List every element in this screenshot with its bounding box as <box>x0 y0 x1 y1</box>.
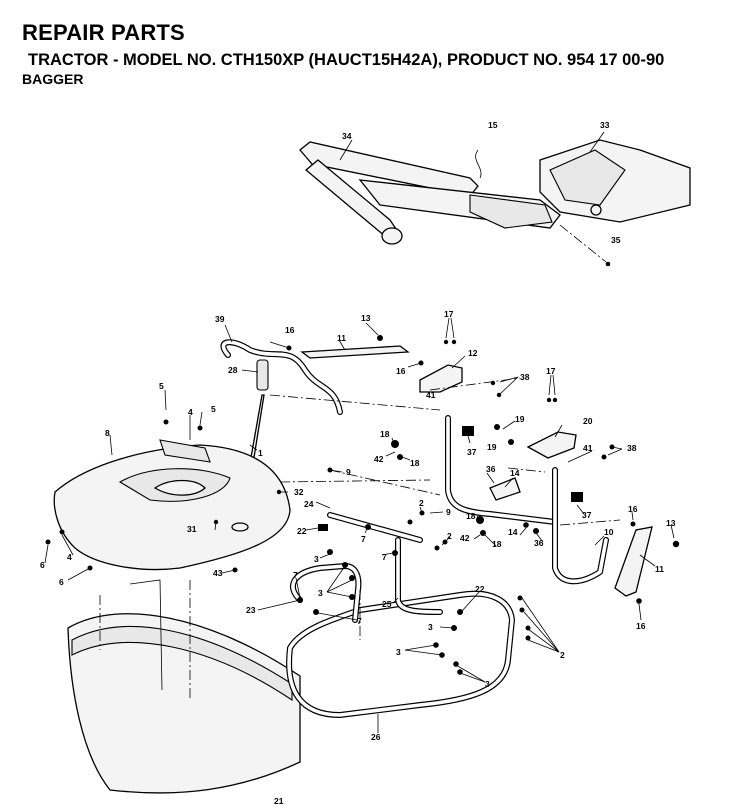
callout-31: 31 <box>187 524 197 534</box>
callout-10: 10 <box>604 527 614 537</box>
callout-41: 41 <box>426 390 436 400</box>
callout-20: 20 <box>583 416 593 426</box>
section-title: BAGGER <box>22 71 84 87</box>
callouts: 34 15 33 35 39 16 11 13 17 12 16 28 38 1… <box>40 120 676 804</box>
callout-33: 33 <box>600 120 610 130</box>
page-subtitle: TRACTOR - MODEL NO. CTH150XP (HAUCT15H42… <box>28 51 665 69</box>
callout-19: 19 <box>487 442 497 452</box>
callout-3: 3 <box>428 622 433 632</box>
callout-39: 39 <box>215 314 225 324</box>
callout-11: 11 <box>337 333 346 343</box>
callout-2: 2 <box>447 531 452 541</box>
callout-26: 26 <box>371 732 381 742</box>
callout-17: 17 <box>546 366 556 376</box>
callout-13: 13 <box>361 313 371 323</box>
callout-16: 16 <box>285 325 295 335</box>
callout-16: 16 <box>396 366 406 376</box>
callout-17: 17 <box>444 309 454 319</box>
callout-2: 2 <box>560 650 565 660</box>
callout-7: 7 <box>382 552 387 562</box>
callout-2: 2 <box>419 498 424 508</box>
callout-41: 41 <box>583 443 593 453</box>
callout-36: 36 <box>486 464 496 474</box>
grass-catcher <box>67 579 301 794</box>
callout-13: 13 <box>666 518 676 528</box>
callout-9: 9 <box>446 507 451 517</box>
callout-21: 21 <box>274 796 284 804</box>
assembly-centerlines <box>99 377 621 700</box>
callout-4: 4 <box>67 552 72 562</box>
right-arms <box>445 415 609 585</box>
callout-37: 37 <box>467 447 477 457</box>
callout-5: 5 <box>211 404 216 414</box>
callout-35: 35 <box>611 235 621 245</box>
callout-42: 42 <box>374 454 384 464</box>
callout-16: 16 <box>636 621 646 631</box>
brackets <box>300 345 653 597</box>
deflector-rod <box>220 339 343 415</box>
callout-6: 6 <box>59 577 64 587</box>
callout-22: 22 <box>475 584 485 594</box>
callout-18: 18 <box>466 511 476 521</box>
callout-3: 3 <box>314 554 319 564</box>
callout-12: 12 <box>468 348 478 358</box>
callout-6: 6 <box>40 560 45 570</box>
page-title: REPAIR PARTS <box>22 20 185 45</box>
callout-18: 18 <box>410 458 420 468</box>
callout-3: 3 <box>396 647 401 657</box>
callout-24: 24 <box>304 499 314 509</box>
callout-8: 8 <box>105 428 110 438</box>
callout-14: 14 <box>508 527 518 537</box>
callout-19: 19 <box>515 414 525 424</box>
callout-36: 36 <box>534 538 544 548</box>
callout-3: 3 <box>485 679 490 689</box>
callout-32: 32 <box>294 487 304 497</box>
callout-18: 18 <box>380 429 390 439</box>
callout-37: 37 <box>582 510 592 520</box>
callout-16: 16 <box>628 504 638 514</box>
callout-7: 7 <box>293 570 298 580</box>
callout-43: 43 <box>213 568 223 578</box>
callout-28: 28 <box>228 365 238 375</box>
callout-18: 18 <box>492 539 502 549</box>
tube-assembly <box>299 139 691 267</box>
callout-34: 34 <box>342 131 352 141</box>
callout-42: 42 <box>460 533 470 543</box>
bagger-cover <box>53 439 291 571</box>
callout-23: 23 <box>246 605 256 615</box>
callout-22: 22 <box>297 526 307 536</box>
upper-frame <box>290 512 443 623</box>
leader-lines <box>44 131 675 733</box>
callout-4: 4 <box>188 407 193 417</box>
callout-25: 25 <box>382 599 392 609</box>
callout-7: 7 <box>357 616 362 626</box>
callout-9: 9 <box>346 467 351 477</box>
callout-7: 7 <box>361 534 366 544</box>
callout-5: 5 <box>159 381 164 391</box>
callout-15: 15 <box>488 120 498 130</box>
callout-1: 1 <box>258 448 263 458</box>
callout-14: 14 <box>510 468 520 478</box>
callout-3: 3 <box>318 588 323 598</box>
callout-38: 38 <box>627 443 637 453</box>
callout-38: 38 <box>520 372 530 382</box>
callout-11: 11 <box>655 564 664 574</box>
